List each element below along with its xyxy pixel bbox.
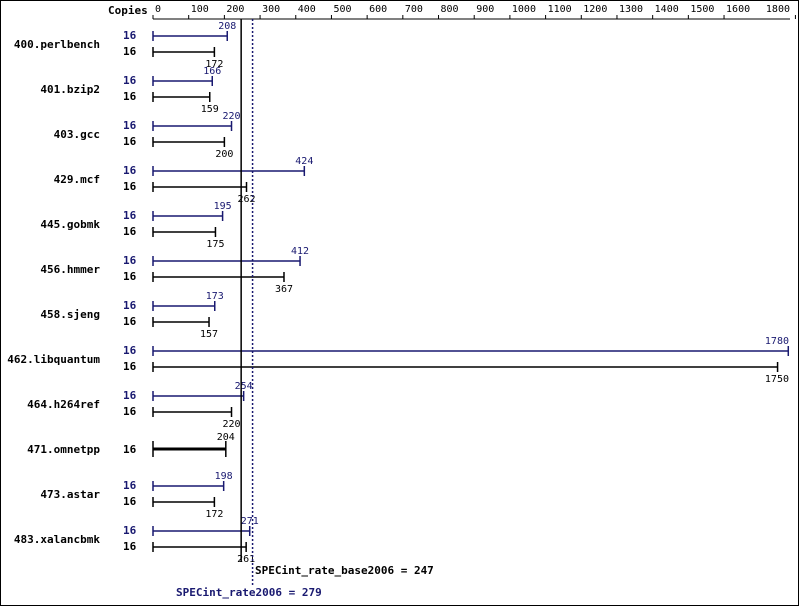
base-value-label: 1750	[765, 374, 789, 385]
x-tick-label: 1300	[619, 4, 643, 15]
benchmark-row: 456.hmmer 16 412 16 367	[40, 246, 309, 295]
peak-copies-label: 16	[123, 524, 137, 537]
base-copies-label: 16	[123, 540, 137, 553]
peak-copies-label: 16	[123, 344, 137, 357]
benchmark-row: 462.libquantum 16 1780 16 1750	[7, 336, 790, 385]
copies-header: Copies	[108, 4, 148, 17]
base-copies-label: 16	[123, 45, 137, 58]
peak-value-label: 208	[218, 21, 236, 32]
base-value-label: 367	[275, 284, 293, 295]
peak-value-label: 424	[295, 156, 313, 167]
benchmark-label: 462.libquantum	[7, 353, 100, 366]
base-value-label: 159	[201, 104, 219, 115]
benchmark-label: 400.perlbench	[14, 38, 100, 51]
base-value-label: 200	[215, 149, 233, 160]
benchmark-row: 429.mcf 16 424 16 262	[54, 156, 314, 205]
benchmark-label: 458.sjeng	[40, 308, 100, 321]
peak-value-label: 220	[222, 111, 240, 122]
peak-value-label: 198	[215, 471, 233, 482]
base-value-label: 172	[205, 509, 223, 520]
x-axis-ticks: 0 100 200 300 400 500 600 700 800 900 1000 1100 1200…	[152, 4, 796, 19]
peak-copies-label: 16	[123, 254, 137, 267]
peak-value-label: 271	[241, 516, 259, 527]
base-copies-label: 16	[123, 315, 137, 328]
x-tick-label: 1800	[766, 4, 790, 15]
peak-copies-label: 16	[123, 74, 137, 87]
x-tick-label: 700	[405, 4, 423, 15]
x-tick-label: 1100	[548, 4, 572, 15]
x-tick-label: 600	[369, 4, 387, 15]
base-copies-label: 16	[123, 90, 137, 103]
base-copies-label: 16	[123, 360, 137, 373]
benchmark-label: 473.astar	[40, 488, 100, 501]
benchmark-label: 429.mcf	[54, 173, 100, 186]
peak-value-label: 166	[203, 66, 221, 77]
benchmark-label: 483.xalancbmk	[14, 533, 100, 546]
base-value-label: 261	[237, 554, 255, 565]
benchmark-label: 464.h264ref	[27, 398, 100, 411]
benchmark-label: 471.omnetpp	[27, 443, 100, 456]
benchmark-row: 471.omnetpp 16 204	[27, 432, 235, 457]
benchmark-label: 445.gobmk	[40, 218, 100, 231]
x-tick-label: 1500	[690, 4, 714, 15]
x-tick-label: 1200	[583, 4, 607, 15]
base-copies-label: 16	[123, 405, 137, 418]
benchmark-label: 403.gcc	[54, 128, 100, 141]
peak-copies-label: 16	[123, 479, 137, 492]
benchmark-row: 483.xalancbmk 16 271 16 261	[14, 516, 259, 565]
benchmark-row: 401.bzip2 16 166 16 159	[40, 66, 221, 115]
peak-copies-label: 16	[123, 164, 137, 177]
base-copies-label: 16	[123, 443, 137, 456]
x-tick-label: 800	[441, 4, 459, 15]
base-copies-label: 16	[123, 495, 137, 508]
x-tick-label: 1400	[655, 4, 679, 15]
peak-value-label: 195	[214, 201, 232, 212]
base-summary-label: SPECint_rate_base2006 = 247	[255, 564, 434, 577]
x-tick-label: 100	[191, 4, 209, 15]
peak-value-label: 1780	[765, 336, 789, 347]
reference-lines	[240, 19, 254, 585]
peak-copies-label: 16	[123, 209, 137, 222]
benchmark-row: 403.gcc 16 220 16 200	[54, 111, 241, 160]
x-tick-label: 200	[226, 4, 244, 15]
x-tick-label: 400	[298, 4, 316, 15]
x-tick-label: 0	[155, 4, 161, 15]
peak-value-label: 412	[291, 246, 309, 257]
base-value-label: 172	[205, 59, 223, 70]
benchmark-row: 458.sjeng 16 173 16 157	[40, 291, 223, 340]
x-tick-label: 1600	[726, 4, 750, 15]
base-value-label: 204	[217, 432, 235, 443]
base-copies-label: 16	[123, 270, 137, 283]
x-tick-label: 900	[476, 4, 494, 15]
base-copies-label: 16	[123, 225, 137, 238]
x-tick-label: 500	[333, 4, 351, 15]
base-value-label: 220	[222, 419, 240, 430]
benchmark-row: 445.gobmk 16 195 16 175	[40, 201, 231, 250]
benchmark-label: 401.bzip2	[40, 83, 100, 96]
benchmark-row: 464.h264ref 16 254 16 220	[27, 381, 253, 430]
peak-copies-label: 16	[123, 389, 137, 402]
x-tick-label: 1000	[512, 4, 536, 15]
benchmark-label: 456.hmmer	[40, 263, 100, 276]
peak-value-label: 254	[235, 381, 253, 392]
base-value-label: 262	[237, 194, 255, 205]
base-copies-label: 16	[123, 135, 137, 148]
base-value-label: 157	[200, 329, 218, 340]
peak-copies-label: 16	[123, 29, 137, 42]
peak-copies-label: 16	[123, 299, 137, 312]
peak-copies-label: 16	[123, 119, 137, 132]
peak-value-label: 173	[206, 291, 224, 302]
benchmark-row: 473.astar 16 198 16 172	[40, 471, 232, 520]
x-tick-label: 300	[262, 4, 280, 15]
base-copies-label: 16	[123, 180, 137, 193]
benchmark-rows: 400.perlbench 16 208 16 172 401.bzip2 16 166 16 1…	[7, 21, 790, 565]
base-value-label: 175	[206, 239, 224, 250]
peak-summary-label: SPECint_rate2006 = 279	[176, 586, 322, 599]
benchmark-row: 400.perlbench 16 208 16 172	[14, 21, 236, 70]
